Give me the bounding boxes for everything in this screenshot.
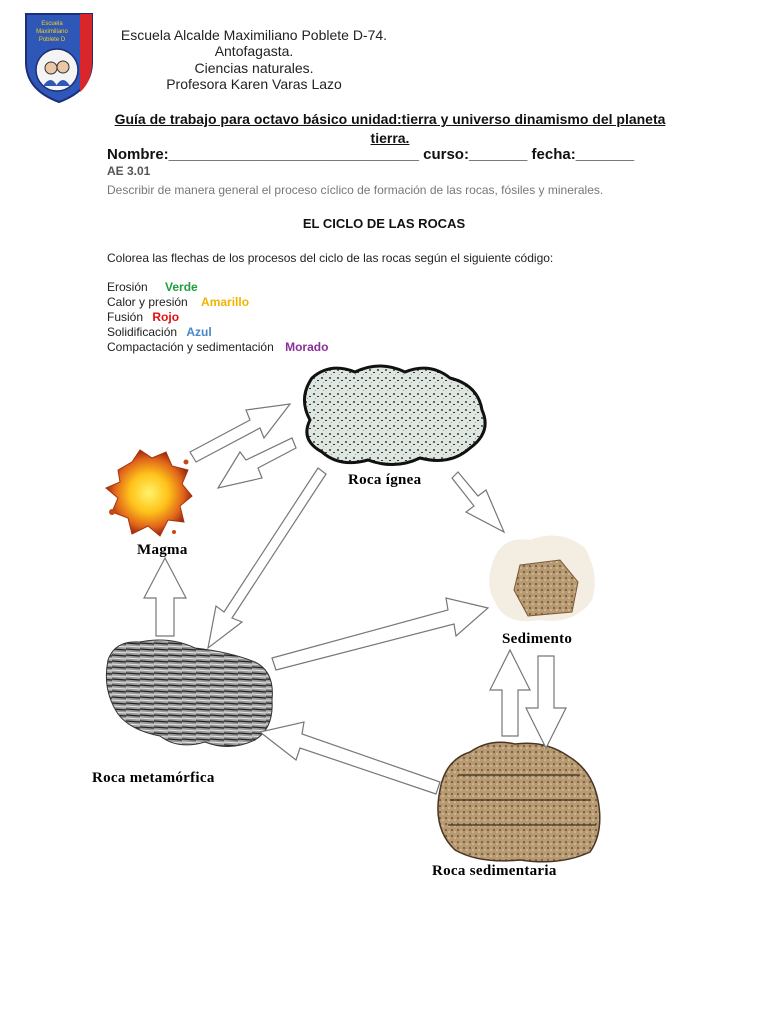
school-name: Escuela Alcalde Maximiliano Poblete D-74…: [0, 27, 638, 43]
subject: Ciencias naturales.: [0, 60, 638, 76]
city: Antofagasta.: [0, 43, 638, 59]
code-process: Compactación y sedimentación: [107, 340, 274, 354]
arrow-metamorfica-to-sedimento[interactable]: [272, 598, 488, 670]
code-process: Calor y presión: [107, 295, 188, 309]
objective-text: Describir de manera general el proceso c…: [107, 183, 603, 197]
code-fusion: Fusión Rojo: [107, 310, 179, 324]
arrow-sedimentaria-to-metamorfica[interactable]: [260, 722, 440, 794]
code-color: Amarillo: [201, 295, 249, 309]
label-roca-metamorfica: Roca metamórfica: [92, 770, 215, 786]
code-process: Fusión: [107, 310, 143, 324]
ae-code: AE 3.01: [107, 164, 150, 178]
sedimentary-rock-image: [438, 742, 600, 862]
code-process: Erosión: [107, 280, 148, 294]
rock-cycle-diagram: Roca ígnea Magma Sedimento Roca metamórf…: [0, 355, 768, 895]
magma-image: [106, 450, 192, 536]
page-title: Guía de trabajo para octavo básico unida…: [95, 110, 685, 148]
label-magma: Magma: [137, 542, 188, 558]
teacher: Profesora Karen Varas Lazo: [0, 76, 638, 92]
arrow-metamorfica-to-magma[interactable]: [144, 558, 186, 636]
arrow-sedimento-to-sedimentaria[interactable]: [526, 656, 566, 748]
arrow-sedimentaria-to-sedimento[interactable]: [490, 650, 530, 736]
code-color: Rojo: [152, 310, 179, 324]
code-color: Morado: [285, 340, 328, 354]
code-compactacion: Compactación y sedimentación Morado: [107, 340, 328, 354]
igneous-rock-image: [304, 366, 485, 465]
arrow-ignea-to-sedimento[interactable]: [452, 472, 504, 532]
label-roca-ignea: Roca ígnea: [348, 472, 422, 488]
label-roca-sedimentaria: Roca sedimentaria: [432, 863, 557, 879]
code-calor: Calor y presión Amarillo: [107, 295, 249, 309]
student-info-line: Nombre:______________________________ cu…: [107, 146, 634, 163]
code-color: Azul: [186, 325, 211, 339]
arrow-ignea-to-metamorfica[interactable]: [208, 468, 326, 648]
code-color: Verde: [165, 280, 198, 294]
sediment-image: [489, 536, 595, 622]
code-process: Solidificación: [107, 325, 177, 339]
metamorphic-rock-image: [106, 640, 272, 747]
section-title: EL CICLO DE LAS ROCAS: [0, 216, 768, 231]
code-erosion: Erosión Verde: [107, 280, 198, 294]
instruction-text: Colorea las flechas de los procesos del …: [107, 251, 553, 265]
label-sedimento: Sedimento: [502, 631, 572, 647]
code-solidificacion: Solidificación Azul: [107, 325, 212, 339]
arrow-ignea-to-magma[interactable]: [218, 438, 296, 488]
